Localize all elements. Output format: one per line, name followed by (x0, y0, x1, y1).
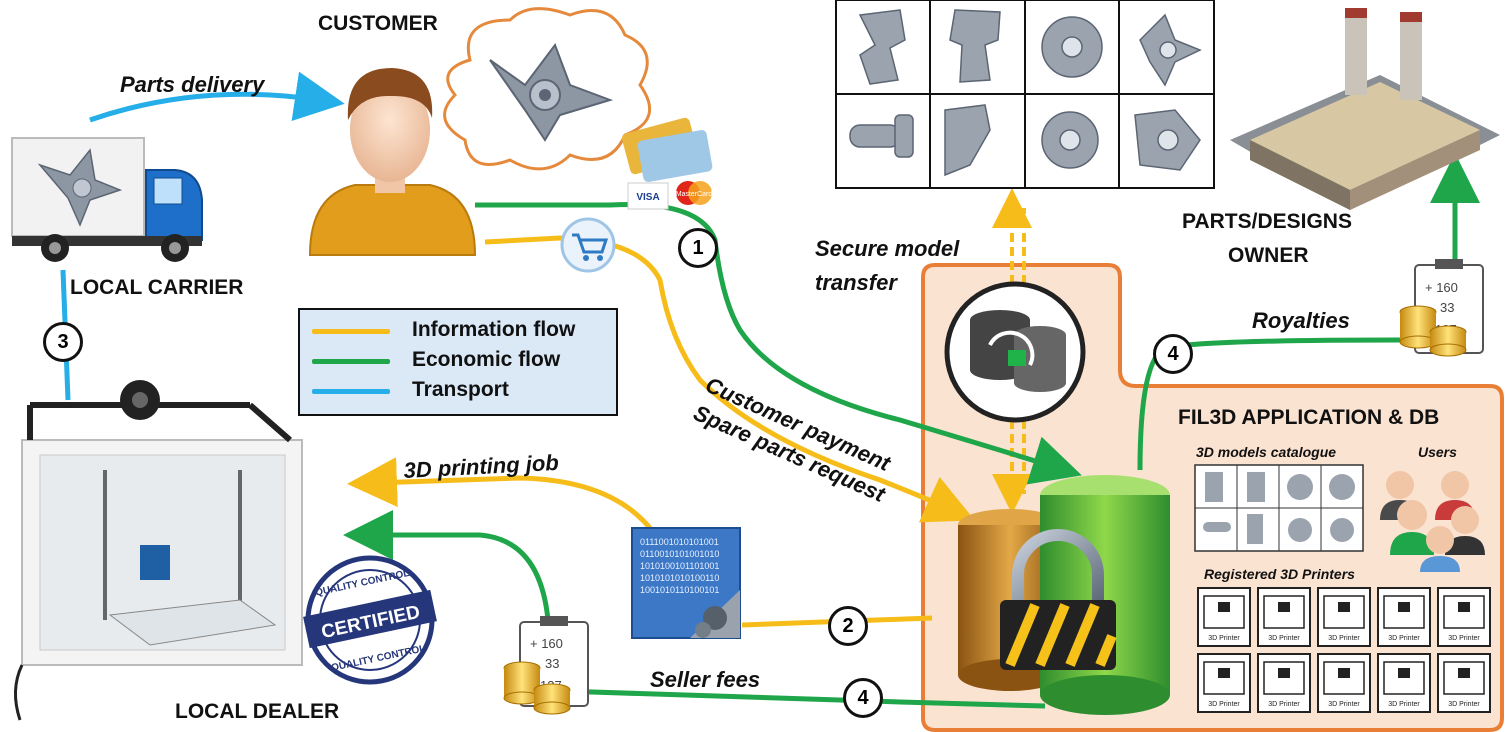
legend-swatch-economic (312, 359, 390, 364)
registered-printer-caption: 3D Printer (1268, 635, 1300, 642)
step-3-badge: 3 (43, 322, 83, 362)
legend-item-transport: Transport (312, 378, 612, 404)
registered-printer-caption: 3D Printer (1328, 635, 1360, 642)
printing-job-arrow (347, 457, 652, 530)
legend-swatch-transport (312, 389, 390, 394)
registered-printer: 3D Printer (1197, 653, 1251, 713)
registered-printer-caption: 3D Printer (1328, 701, 1360, 708)
step-2-badge: 2 (828, 606, 868, 646)
registered-printer: 3D Printer (1377, 587, 1431, 647)
3d-printer-icon (14, 380, 303, 721)
legend-swatch-information (312, 329, 390, 334)
catalogue-mini-grid (1194, 464, 1364, 552)
legend-label-transport: Transport (412, 378, 509, 401)
svg-text:0110010101001010: 0110010101001010 (640, 549, 719, 559)
parts-delivery-label: Parts delivery (120, 72, 265, 97)
registered-printer: 3D Printer (1257, 653, 1311, 713)
legend-label-economic: Economic flow (412, 348, 561, 371)
svg-text:0111001010101001: 0111001010101001 (640, 537, 719, 547)
svg-text:33: 33 (1440, 300, 1454, 315)
local-dealer-label: LOCAL DEALER (175, 700, 340, 723)
users-icon (1380, 471, 1485, 572)
credit-card-icon: VISA MasterCard (621, 117, 713, 210)
registered-printer-caption: 3D Printer (1208, 635, 1240, 642)
customer-avatar (308, 68, 477, 256)
registered-printer-caption: 3D Printer (1448, 701, 1480, 708)
main-database-icon (958, 475, 1170, 715)
binary-file-icon: 0111001010101001 0110010101001010 101010… (631, 527, 741, 639)
local-carrier-label: LOCAL CARRIER (70, 276, 244, 299)
app-title: FIL3D APPLICATION & DB (1178, 406, 1440, 429)
registered-printer-caption: 3D Printer (1388, 701, 1420, 708)
secure-transfer-label-1: Secure model (815, 236, 960, 261)
registered-printer: 3D Printer (1317, 587, 1371, 647)
registered-printer: 3D Printer (1257, 587, 1311, 647)
secure-sync-database-icon (944, 281, 1086, 423)
dealer-payment-arrow (343, 510, 551, 621)
legend: Information flow Economic flow Transport (298, 308, 618, 416)
royalties-label: Royalties (1252, 308, 1350, 333)
shopping-cart-icon (560, 217, 616, 273)
step-1-badge: 1 (678, 228, 718, 268)
customer-payment-line (475, 201, 1082, 485)
legend-label-information: Information flow (412, 318, 576, 341)
owner-label-line2: OWNER (1228, 244, 1309, 267)
factory-icon (1230, 8, 1500, 210)
seller-fees-label: Seller fees (650, 667, 761, 692)
certified-badge: CERTIFIED QUALITY CONTROL QUALITY CONTRO… (303, 555, 437, 685)
registered-printer: 3D Printer (1437, 653, 1491, 713)
svg-text:MasterCard: MasterCard (676, 191, 713, 198)
parts-delivery-arrow (89, 71, 345, 123)
printers-label: Registered 3D Printers (1204, 566, 1355, 582)
svg-text:1010100101101001: 1010100101101001 (640, 561, 719, 571)
owner-label-line1: PARTS/DESIGNS (1182, 210, 1352, 233)
catalogue-label: 3D models catalogue (1196, 444, 1337, 460)
fees-clipboard-icon: + 160 33 127 (503, 616, 589, 715)
cloud-part-icon (489, 42, 614, 142)
registered-printer: 3D Printer (1317, 653, 1371, 713)
registered-printer: 3D Printer (1377, 653, 1431, 713)
registered-printer-caption: 3D Printer (1448, 635, 1480, 642)
svg-text:1010101010100110: 1010101010100110 (640, 573, 719, 583)
spare-parts-request-line (484, 235, 975, 523)
registered-printer-caption: 3D Printer (1208, 701, 1240, 708)
seller-fees-line (529, 687, 1046, 709)
truck-icon (11, 137, 203, 262)
registered-printer-caption: 3D Printer (1388, 635, 1420, 642)
legend-item-economic: Economic flow (312, 348, 612, 374)
svg-text:33: 33 (545, 656, 559, 671)
secure-transfer-label-2: transfer (815, 270, 897, 295)
step-4-fees-badge: 4 (843, 678, 883, 718)
svg-text:VISA: VISA (636, 192, 659, 203)
parts-models-grid (835, 0, 1215, 189)
users-label: Users (1418, 444, 1457, 460)
registered-printer: 3D Printer (1437, 587, 1491, 647)
royalties-clipboard-icon: + 160 33 127 (1399, 259, 1484, 357)
legend-item-information: Information flow (312, 318, 612, 344)
svg-text:+ 160: + 160 (1425, 280, 1458, 295)
step-4-royalties-badge: 4 (1153, 334, 1193, 374)
registered-printer-caption: 3D Printer (1268, 701, 1300, 708)
registered-printers-grid: 3D Printer 3D Printer 3D Printer 3D Printer… (1197, 587, 1491, 713)
svg-text:+ 160: + 160 (530, 636, 563, 651)
customer-label: CUSTOMER (318, 12, 438, 35)
registered-printer: 3D Printer (1197, 587, 1251, 647)
svg-text:1001010110100101: 1001010110100101 (640, 585, 719, 595)
